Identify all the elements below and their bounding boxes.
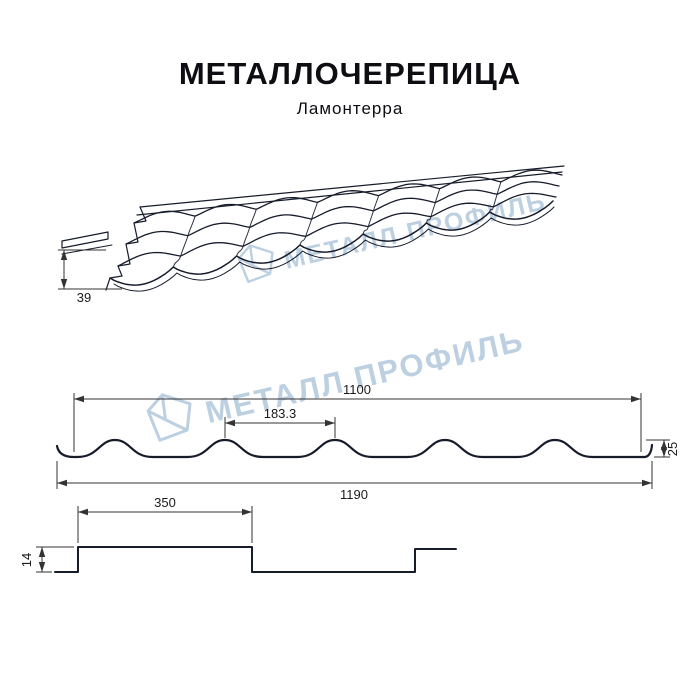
roof-line — [125, 181, 560, 245]
roof-line — [311, 201, 318, 220]
roof-perspective-view — [61, 165, 565, 292]
roof-line — [61, 231, 109, 249]
roof-line — [136, 171, 563, 216]
roof-line — [187, 215, 196, 237]
roof-line — [362, 226, 369, 235]
watermark-text: МЕТАЛЛ ПРОФИЛЬ — [202, 323, 527, 430]
roof-line — [242, 226, 251, 247]
dim-label-1190: 1190 — [340, 487, 368, 502]
roof-line — [496, 181, 502, 195]
roof-line — [172, 255, 182, 268]
dimension-eave-height: 39 — [58, 249, 122, 305]
roof-line — [236, 245, 244, 257]
watermark-large: МЕТАЛЛ ПРОФИЛЬ — [146, 323, 527, 442]
tile-profile-line — [55, 438, 654, 459]
step-profile-line — [54, 546, 457, 573]
dim-label-350: 350 — [154, 495, 176, 510]
dim-label-183-3: 183.3 — [264, 406, 297, 421]
roof-line — [489, 206, 494, 213]
roof-line — [105, 206, 147, 291]
dim-label-1100: 1100 — [343, 382, 371, 397]
roof-line — [372, 195, 380, 212]
roof-line — [430, 202, 436, 218]
dim-label-39: 39 — [77, 290, 91, 305]
roof-line — [249, 208, 257, 228]
roof-line — [367, 210, 374, 228]
roof-line — [434, 188, 441, 204]
roof-line — [305, 218, 313, 237]
dim-label-25: 25 — [665, 442, 680, 456]
roof-line — [299, 235, 307, 246]
watermark-small: МЕТАЛЛ ПРОФИЛЬ — [237, 187, 549, 284]
roof-line — [492, 193, 498, 208]
roof-line — [113, 206, 555, 292]
page-title: МЕТАЛЛОЧЕРЕПИЦА — [179, 56, 521, 91]
profile-cross-section: 1100 183.3 25 1190 — [55, 382, 680, 502]
roof-line — [139, 165, 565, 208]
dim-label-14: 14 — [19, 553, 34, 567]
roof-line — [425, 216, 432, 224]
roof-line — [180, 235, 189, 257]
roof-line — [109, 200, 554, 286]
metal-profil-logo-icon — [146, 393, 192, 442]
page-subtitle: Ламонтерра — [297, 99, 404, 118]
roof-line — [117, 192, 557, 267]
overlap-step-section: 350 14 — [19, 495, 457, 573]
